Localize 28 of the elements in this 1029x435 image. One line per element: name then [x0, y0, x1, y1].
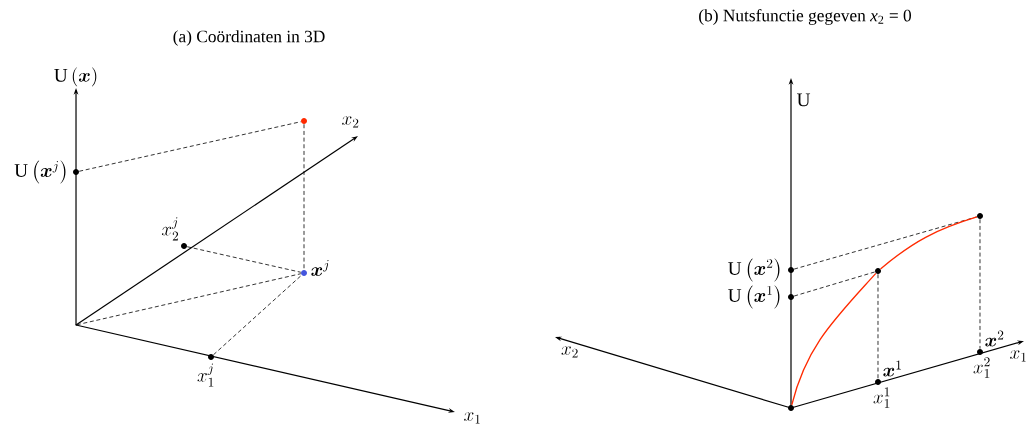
dashed-line: [213, 274, 302, 356]
axis-label: $\mathrm{U}$: [797, 93, 811, 107]
point-label: $\boldsymbol{x}^{1}$: [883, 360, 901, 377]
axis-label: $x_{2}$: [561, 346, 578, 358]
panel-title: (a) Coördinaten in 3D: [173, 30, 325, 46]
point-label: $\mathrm{U}\left(\boldsymbol{x}^{1}\right)$: [728, 285, 780, 309]
dashed-line: [793, 271, 876, 297]
curve: [791, 272, 877, 406]
point-label: $x_{1}^{1}$: [873, 387, 890, 408]
axis-label: $\mathrm{U}\left(\boldsymbol{x}\right)$: [54, 67, 97, 87]
panel-title: (b) Nutsfunctie gegeven x$_{2}$ = 0: [699, 9, 911, 25]
point-label: $\mathrm{U}\left(\boldsymbol{x}^{2}\right)$: [728, 258, 780, 282]
point-label: $x_{1}^{2}$: [973, 357, 990, 378]
axis-label: $x_{1}$: [1010, 350, 1026, 362]
dashed-line: [877, 273, 879, 380]
dashed-line: [76, 273, 302, 326]
point-label: $x_{1}^{j}$: [197, 363, 214, 387]
point-label: $x_{2}^{j}$: [161, 217, 179, 241]
dashed-line: [186, 246, 302, 273]
curve: [879, 216, 978, 270]
point-label: $\boldsymbol{x}^{j}$: [311, 260, 329, 276]
point-label: $\boldsymbol{x}^{2}$: [985, 330, 1004, 347]
dashed-line: [303, 123, 305, 271]
axis-label: $x_{1}$: [464, 412, 480, 424]
axis-label: $x_{2}$: [342, 116, 359, 128]
point-label: $\mathrm{U}\left(\boldsymbol{x}^{j}\right)$: [14, 160, 66, 184]
dashed-line: [979, 218, 981, 350]
dashed-line: [78, 121, 302, 172]
